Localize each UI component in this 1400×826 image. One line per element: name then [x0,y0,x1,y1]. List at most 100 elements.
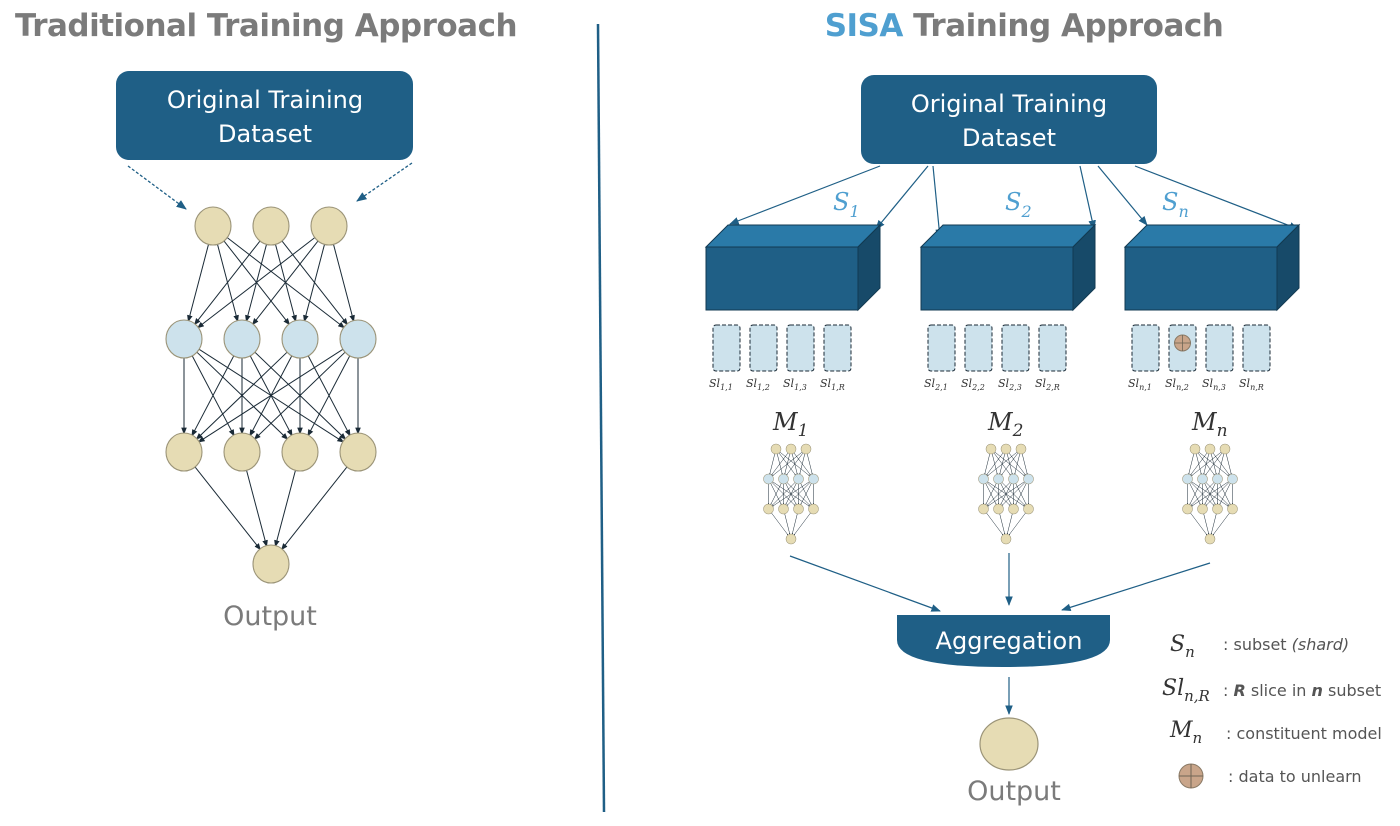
legend: Sn : subset (shard) Sln,R : R slice in n… [1162,632,1382,789]
constituent-model-node [808,503,819,515]
slice-label: Sl1,2 [746,377,770,392]
constituent-model-node [1204,533,1216,545]
slice-label: Sl2,3 [998,377,1022,392]
traditional-node [310,206,348,246]
constituent-model-node [1000,443,1012,455]
sisa-dataset-box: Original Training Dataset [861,75,1157,164]
sisa-title: SISA Training Approach [825,8,1224,44]
constituent-model-node [1023,473,1034,485]
traditional-edge [303,242,326,323]
constituent-model-node [763,473,774,485]
constituent-model-node [1197,503,1208,515]
traditional-edge [195,350,289,440]
constituent-model-node [1212,473,1223,485]
constituent-model-node [1182,503,1193,515]
legend-shard-symbol: Sn [1170,632,1195,661]
slice-box [1001,324,1030,372]
model-label: Mn [1191,408,1228,441]
constituent-model-node [793,473,804,485]
traditional-edge [193,465,261,551]
shard-label: Sn [1162,188,1189,221]
unlearn-point-icon [1174,334,1191,352]
constituent-model-node [1015,443,1027,455]
shard-label: S2 [1005,188,1032,221]
constituent-model-edge [987,481,1025,507]
constituent-model-node [1023,503,1034,515]
traditional-input-arrow-left [127,165,187,210]
slice-label: Sln,2 [1165,377,1189,392]
constituent-model-node [1000,533,1012,545]
traditional-edge [332,242,355,323]
legend-model-symbol: Mn [1169,718,1202,747]
legend-unlearn-text: : data to unlearn [1228,767,1362,786]
constituent-model-edge [1014,453,1021,475]
constituent-model-node [1227,503,1238,515]
constituent-model-edge [1205,482,1230,506]
slice-label: Sl1,R [820,377,845,392]
traditional-node [223,432,261,472]
constituent-model-edge [1190,452,1208,476]
traditional-node [281,319,319,359]
traditional-edge [245,468,268,548]
constituent-model-node [1197,473,1208,485]
constituent-model-edges [982,451,1030,536]
constituent-model-node [763,503,774,515]
shard-block-front [705,246,859,311]
traditional-title: Traditional Training Approach [15,8,517,44]
sisa-output-node [979,717,1039,771]
traditional-edge [252,239,320,326]
slice-box [823,324,852,372]
traditional-dataset-line2: Dataset [218,120,312,148]
slice-label: Sl2,R [1035,377,1060,392]
constituent-model-edge [769,453,776,475]
constituent-model-edge [1210,513,1217,535]
shard-block-top [919,224,1097,248]
constituent-model-node [993,503,1004,515]
slice-label: Sl1,3 [783,377,807,392]
sisa-dataset-line2: Dataset [962,124,1056,152]
slice-box [786,324,815,372]
model-to-aggregation-arrows [789,553,1211,612]
constituent-model-node [1008,503,1019,515]
constituent-model-node [1182,473,1193,485]
constituent-model-edge [791,513,798,535]
traditional-edge [197,347,345,443]
constituent-model-edge [1219,482,1231,505]
constituent-model-edge [986,482,1011,506]
dataset-to-shard-arrows [729,165,1299,239]
constituent-model-network [763,443,819,545]
constituent-model-node [793,503,804,515]
constituent-model-edge [1191,481,1229,507]
constituent-model-edge [772,481,810,507]
sisa-title-accent: SISA [825,8,904,44]
traditional-network [165,206,377,584]
constituent-model-edge [986,452,1004,476]
constituent-model-edge [1190,482,1215,506]
legend-model-text: : constituent model [1226,724,1382,743]
model-label: M2 [987,408,1023,441]
constituent-model-edges [767,451,815,536]
slice-box [1131,324,1160,372]
constituent-model-edge [784,513,791,535]
constituent-model-edge [985,482,997,505]
traditional-output-label: Output [223,601,317,632]
traditional-node [339,319,377,359]
shard-block-top [704,224,882,248]
model-label: M1 [772,408,808,441]
constituent-model-node [1204,443,1216,455]
slice-label: Sl1,1 [709,377,733,392]
slice-box [927,324,956,372]
constituent-model-edge [1188,453,1195,475]
constituent-model-edge [1218,453,1225,475]
sisa-dataset-line1: Original Training [911,90,1107,118]
constituent-model-edge [1189,512,1208,536]
constituent-model-edge [793,512,811,536]
traditional-node [281,432,319,472]
constituent-model-edge [1191,451,1222,477]
constituent-model-edge [786,452,804,476]
traditional-edges [181,236,361,551]
constituent-model-edge [1189,482,1201,505]
